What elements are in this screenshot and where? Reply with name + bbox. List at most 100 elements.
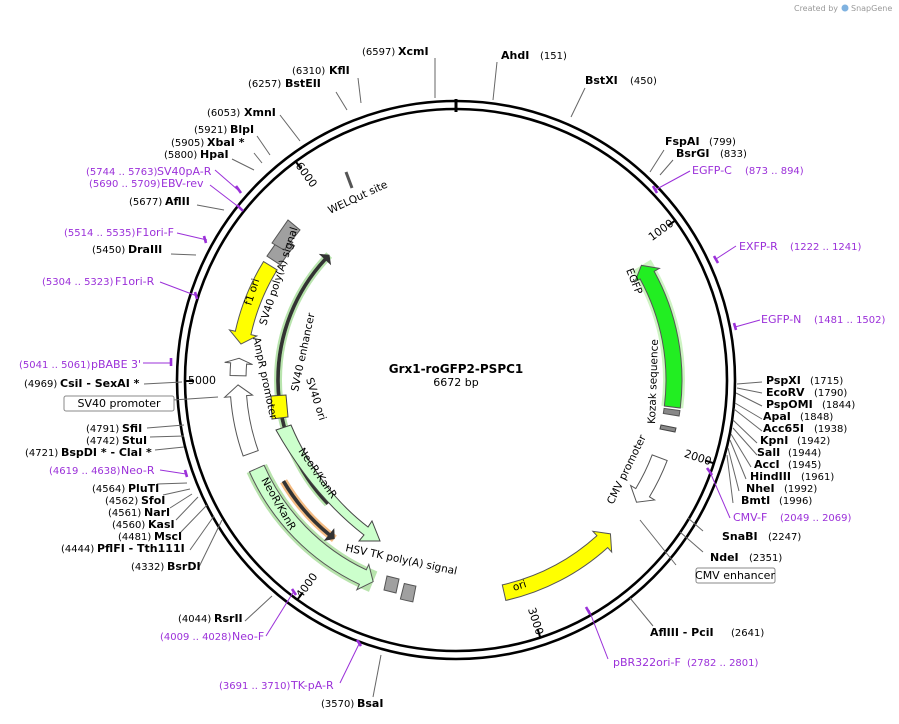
svg-text:(5744 .. 5763): (5744 .. 5763) — [86, 167, 158, 178]
svg-text:pBR322ori-F: pBR322ori-F — [613, 656, 681, 669]
plasmid-name: Grx1-roGFP2-PSPC1 — [389, 362, 524, 376]
ampr-small-feature[interactable] — [225, 358, 253, 376]
svg-text:AhdI: AhdI — [501, 49, 529, 62]
sv40-promoter-box[interactable]: SV40 promoter — [64, 396, 174, 411]
svg-text:StuI: StuI — [122, 434, 147, 447]
svg-text:(4560): (4560) — [112, 520, 145, 531]
svg-text:HpaI: HpaI — [200, 148, 229, 161]
svg-text:AflII: AflII — [165, 195, 190, 208]
svg-text:SfiI: SfiI — [122, 422, 142, 435]
svg-text:(4481): (4481) — [118, 532, 151, 543]
site-label[interactable]: (4481)MscI — [118, 530, 182, 543]
site-label[interactable]: (6257)BstEII — [248, 77, 321, 90]
svg-text:(4564): (4564) — [92, 484, 125, 495]
primer-label[interactable]: (4009 .. 4028)Neo-F — [160, 630, 264, 643]
site-label[interactable]: (5450)DraIII — [92, 243, 162, 256]
site-label[interactable]: (6310) KflI — [292, 64, 350, 77]
site-label[interactable]: (6053)XmnI — [207, 106, 276, 119]
site-label[interactable]: (4564)PluTI — [92, 482, 159, 495]
site-label[interactable]: BstXI(450) — [585, 74, 657, 87]
cmv-enhancer-box[interactable]: CMV enhancer — [695, 568, 775, 583]
site-label[interactable]: SnaBI(2247) — [722, 530, 801, 543]
svg-text:XmnI: XmnI — [244, 106, 276, 119]
site-label[interactable]: (4444)PflFI - Tth111I — [61, 542, 185, 555]
kozak-feature[interactable] — [663, 408, 680, 416]
svg-text:KflI: KflI — [329, 64, 350, 77]
primer-label[interactable]: (4619 .. 4638)Neo-R — [49, 464, 155, 477]
svg-text:(4561): (4561) — [108, 508, 141, 519]
primer-label[interactable]: (5041 .. 5061)pBABE 3' — [19, 358, 141, 371]
primer-label[interactable]: (5514 .. 5535)F1ori-F — [64, 226, 174, 239]
site-label[interactable]: (4044)RsrII — [178, 612, 243, 625]
site-label[interactable]: (4742)StuI — [86, 434, 147, 447]
svg-text:EBV-rev: EBV-rev — [161, 177, 204, 190]
site-label[interactable]: (5677)AflII — [129, 195, 190, 208]
kozak-block[interactable] — [660, 425, 676, 432]
primer-label[interactable]: (5304 .. 5323)F1ori-R — [42, 275, 155, 288]
svg-text:(6310): (6310) — [292, 66, 325, 77]
svg-text:BspDI * - ClaI *: BspDI * - ClaI * — [61, 446, 152, 459]
site-label[interactable]: BmtI(1996) — [741, 494, 812, 507]
svg-text:(4562): (4562) — [105, 496, 138, 507]
site-label[interactable]: (4561)NarI — [108, 506, 170, 519]
site-label[interactable]: (4560)KasI — [112, 518, 175, 531]
credit-brand: SnapGene — [851, 4, 892, 13]
hsv-tk-polya-feature[interactable] — [384, 576, 399, 593]
tick-label: 6000 — [293, 160, 320, 190]
svg-text:(151): (151) — [540, 51, 567, 62]
primer-label[interactable]: EXFP-R(1222 .. 1241) — [739, 240, 862, 253]
site-label[interactable]: (4969)CsiI - SexAI * — [24, 377, 140, 390]
primer-label[interactable]: (5690 .. 5709)EBV-rev — [89, 177, 204, 190]
site-label[interactable]: (3570)BsaI — [321, 697, 383, 710]
svg-text:(1944): (1944) — [788, 448, 821, 459]
tick-label: 1000 — [646, 217, 676, 244]
site-label[interactable]: (4562)SfoI — [105, 494, 165, 507]
svg-text:(1996): (1996) — [779, 496, 812, 507]
svg-text:(5800): (5800) — [164, 150, 197, 161]
site-label[interactable]: (4721)BspDI * - ClaI * — [25, 446, 152, 459]
svg-text:TK-pA-R: TK-pA-R — [290, 679, 334, 692]
svg-text:(5304 .. 5323): (5304 .. 5323) — [42, 277, 114, 288]
svg-text:BstEII: BstEII — [285, 77, 321, 90]
site-label[interactable]: (4332)BsrDI — [131, 560, 201, 573]
svg-text:(5041 .. 5061): (5041 .. 5061) — [19, 360, 91, 371]
kozak-label: Kozak sequence — [646, 339, 661, 424]
site-label[interactable]: AhdI (151) — [501, 49, 567, 62]
svg-text:(1844): (1844) — [822, 400, 855, 411]
site-label[interactable]: BsrGI(833) — [676, 147, 747, 160]
svg-text:(1945): (1945) — [788, 460, 821, 471]
svg-text:EXFP-R: EXFP-R — [739, 240, 778, 253]
primer-label[interactable]: (3691 .. 3710)TK-pA-R — [219, 679, 334, 692]
primer-label[interactable]: EGFP-N(1481 .. 1502) — [761, 313, 886, 326]
svg-text:(2782 .. 2801): (2782 .. 2801) — [687, 658, 759, 669]
svg-text:F1ori-F: F1ori-F — [136, 226, 174, 239]
site-label[interactable]: NdeI(2351) — [710, 551, 782, 564]
svg-text:(1790): (1790) — [814, 388, 847, 399]
tick-label: 3000 — [525, 606, 546, 637]
plasmid-length: 6672 bp — [433, 376, 478, 389]
primer-label[interactable]: EGFP-C(873 .. 894) — [692, 164, 804, 177]
svg-text:NdeI: NdeI — [710, 551, 739, 564]
svg-text:(799): (799) — [709, 137, 736, 148]
hsv-tk-feature[interactable] — [400, 584, 416, 602]
site-label[interactable]: AflIII - PciI(2641) — [650, 626, 764, 639]
svg-text:(4721): (4721) — [25, 448, 58, 459]
svg-text:DraIII: DraIII — [128, 243, 162, 256]
svg-text:(1848): (1848) — [800, 412, 833, 423]
tick-label: 5000 — [188, 374, 216, 387]
site-label[interactable]: (4791)SfiI — [86, 422, 142, 435]
svg-text:(4332): (4332) — [131, 562, 164, 573]
ampr-promoter-feature[interactable] — [225, 385, 259, 456]
svg-text:(4969): (4969) — [24, 379, 57, 390]
site-label[interactable]: (6597)XcmI — [362, 45, 429, 58]
primer-label[interactable]: CMV-F(2049 .. 2069) — [733, 511, 852, 524]
svg-text:BsrGI: BsrGI — [676, 147, 709, 160]
site-label[interactable]: (5800)HpaI — [164, 148, 229, 161]
svg-text:(1715): (1715) — [810, 376, 843, 387]
svg-text:MscI: MscI — [154, 530, 182, 543]
svg-text:XcmI: XcmI — [398, 45, 429, 58]
site-label[interactable]: (5921)BlpI — [194, 123, 254, 136]
primer-label[interactable]: pBR322ori-F (2782 .. 2801) — [613, 656, 759, 669]
